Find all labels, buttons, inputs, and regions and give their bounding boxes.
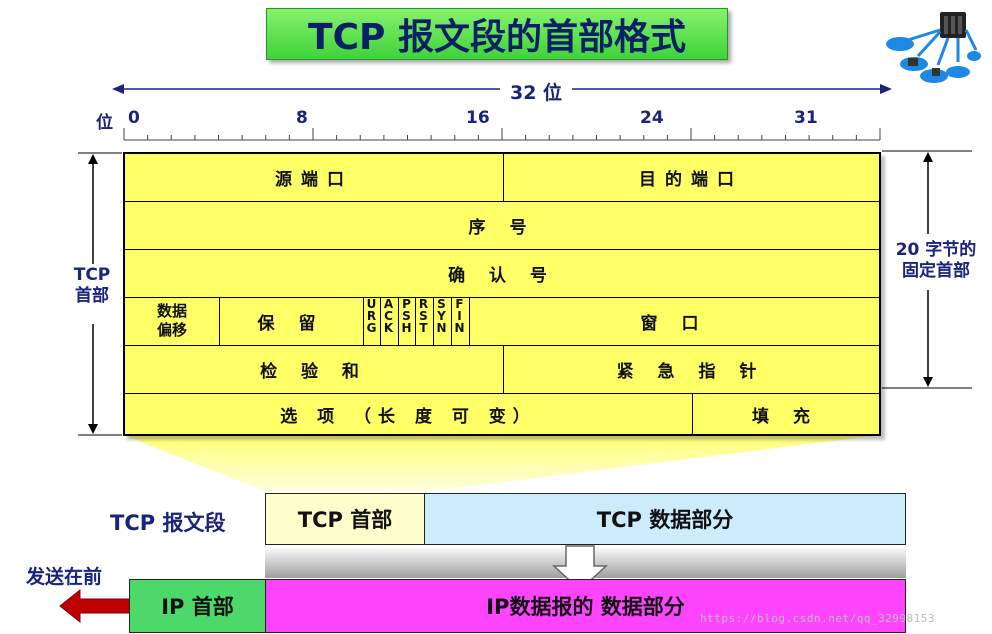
urgent-pointer-field: 紧 急 指 针 bbox=[616, 361, 766, 382]
bit-ruler bbox=[123, 128, 881, 141]
page-title-text: TCP 报文段的首部格式 bbox=[308, 17, 686, 58]
data-offset-field: 数据 偏移 bbox=[125, 297, 219, 345]
tcp-header-side-label-line1: TCP bbox=[73, 265, 111, 285]
data-offset-line2: 偏移 bbox=[156, 321, 187, 339]
tcp-header-bracket-left bbox=[78, 152, 122, 436]
send-first-label: 发送在前 bbox=[26, 566, 103, 588]
source-port-field: 源端口 bbox=[275, 170, 353, 190]
fixed-header-bracket-right bbox=[882, 150, 972, 389]
window-field: 窗 口 bbox=[640, 313, 708, 334]
down-arrow-icon bbox=[552, 545, 608, 592]
fixed-header-side-label: 20 字节的 固定首部 bbox=[886, 240, 986, 282]
padding-field: 填 充 bbox=[752, 407, 819, 427]
bit-tick-0: 0 bbox=[128, 108, 140, 128]
bit-tick-24: 24 bbox=[640, 108, 664, 128]
ack-number-field: 确 认 号 bbox=[448, 265, 556, 286]
sequence-number-field: 序 号 bbox=[468, 217, 536, 238]
data-offset-line1: 数据 bbox=[156, 302, 187, 320]
fixed-header-side-label-line2: 固定首部 bbox=[902, 261, 970, 281]
checksum-field: 检 验 和 bbox=[260, 361, 368, 382]
bit-tick-31: 31 bbox=[794, 108, 818, 128]
watermark: https://blog.csdn.net/qq_32998153 bbox=[700, 612, 936, 625]
bit-tick-16: 16 bbox=[466, 108, 490, 128]
tcp-segment-header-box: TCP 首部 bbox=[265, 493, 425, 545]
tcp-segment-data-box: TCP 数据部分 bbox=[424, 493, 906, 545]
header-projection bbox=[124, 435, 880, 492]
network-icon bbox=[886, 12, 981, 83]
send-direction-arrow-icon bbox=[59, 588, 131, 624]
reserved-field: 保 留 bbox=[257, 313, 325, 334]
page-title: TCP 报文段的首部格式 bbox=[266, 8, 728, 60]
bit-width-label: 32 位 bbox=[509, 82, 563, 104]
fixed-header-side-label-line1: 20 字节的 bbox=[895, 240, 977, 260]
options-field: 选 项 （长 度 可 变） bbox=[280, 407, 537, 427]
tcp-header-side-label-line2: 首部 bbox=[75, 286, 109, 306]
ip-header-box: IP 首部 bbox=[129, 579, 266, 633]
tcp-header-side-label: TCP 首部 bbox=[66, 265, 118, 307]
tcp-header-table: 源端口 目的端口 序 号 确 认 号 数据 偏移 保 留 窗 口 检 验 和 紧… bbox=[123, 152, 881, 436]
destination-port-field: 目的端口 bbox=[639, 170, 743, 190]
tcp-segment-label: TCP 报文段 bbox=[110, 511, 226, 535]
ip-data-box: IP数据报的 数据部分 bbox=[265, 579, 906, 633]
bit-label: 位 bbox=[96, 113, 113, 133]
bit-width-arrow bbox=[112, 84, 892, 94]
bit-tick-8: 8 bbox=[296, 108, 308, 128]
